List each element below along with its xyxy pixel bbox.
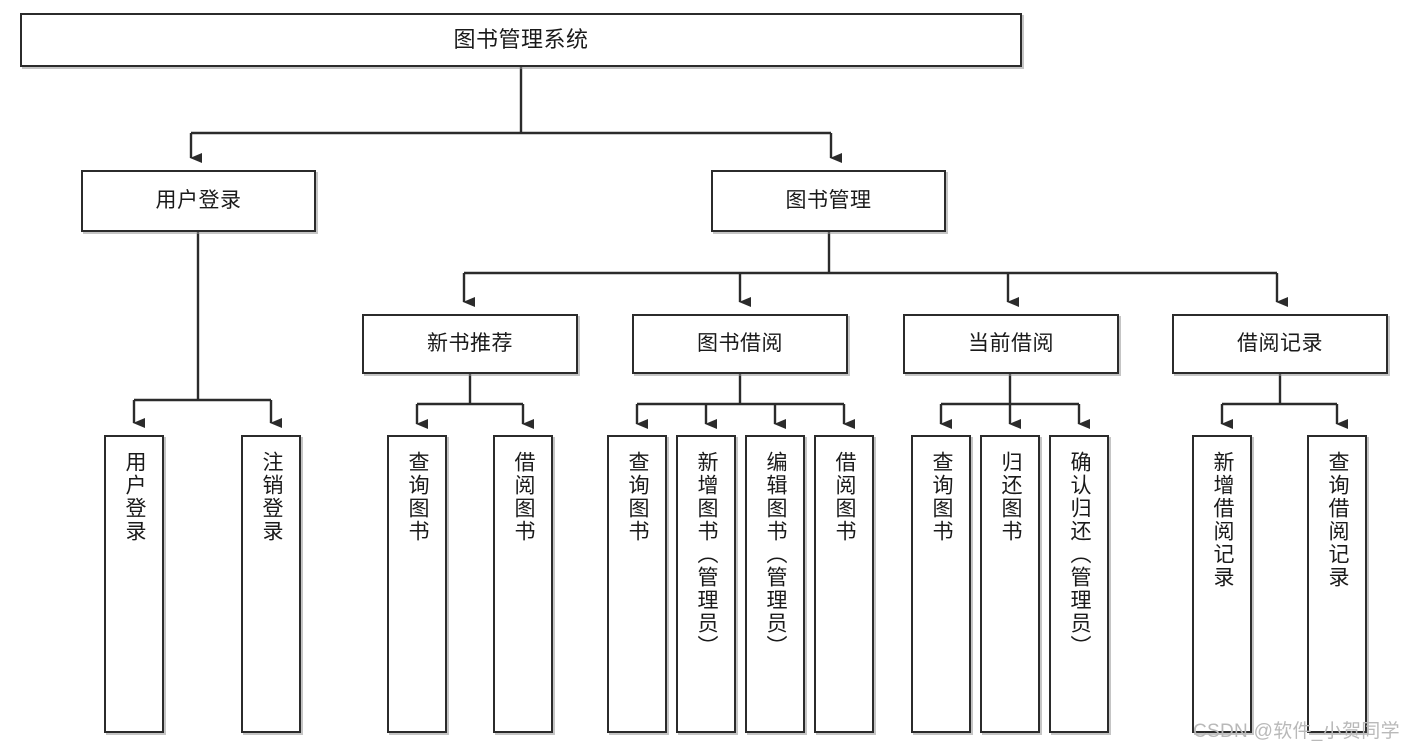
- node-book-borrow[interactable]: 图书借阅: [632, 314, 848, 374]
- leaf-borrow-record-add[interactable]: 新增借阅记录: [1192, 435, 1252, 733]
- node-root[interactable]: 图书管理系统: [20, 13, 1022, 67]
- leaf-label: 新增借阅记录: [1211, 451, 1235, 589]
- node-new-book-recommend-label: 新书推荐: [427, 331, 513, 355]
- leaf-new-book-query[interactable]: 查询图书: [387, 435, 447, 733]
- leaf-user-login-login[interactable]: 用户登录: [104, 435, 164, 733]
- leaf-current-borrow-confirm[interactable]: 确认归还（管理员）: [1049, 435, 1109, 733]
- leaf-book-borrow-query[interactable]: 查询图书: [607, 435, 667, 733]
- leaf-current-borrow-return[interactable]: 归还图书: [980, 435, 1040, 733]
- leaf-label: 新增图书（管理员）: [695, 451, 719, 658]
- leaf-book-borrow-borrow[interactable]: 借阅图书: [814, 435, 874, 733]
- node-borrow-record[interactable]: 借阅记录: [1172, 314, 1388, 374]
- leaf-new-book-borrow[interactable]: 借阅图书: [493, 435, 553, 733]
- node-new-book-recommend[interactable]: 新书推荐: [362, 314, 578, 374]
- leaf-label: 查询图书: [406, 451, 430, 543]
- leaf-label: 查询图书: [930, 451, 954, 543]
- leaf-label: 借阅图书: [833, 451, 857, 543]
- leaf-label: 查询图书: [626, 451, 650, 543]
- leaf-user-login-logout[interactable]: 注销登录: [241, 435, 301, 733]
- node-user-login-label: 用户登录: [155, 188, 242, 212]
- leaf-label: 编辑图书（管理员）: [764, 451, 788, 658]
- node-current-borrow-label: 当前借阅: [968, 331, 1054, 355]
- leaf-label: 确认归还（管理员）: [1068, 451, 1092, 658]
- leaf-current-borrow-query[interactable]: 查询图书: [911, 435, 971, 733]
- csdn-watermark: CSDN @软件_小贺同学: [1193, 721, 1400, 742]
- node-book-management-label: 图书管理: [785, 188, 872, 212]
- leaf-book-borrow-edit[interactable]: 编辑图书（管理员）: [745, 435, 805, 733]
- leaf-label: 注销登录: [260, 451, 284, 543]
- leaf-label: 归还图书: [999, 451, 1023, 543]
- node-current-borrow[interactable]: 当前借阅: [903, 314, 1119, 374]
- leaf-label: 借阅图书: [512, 451, 536, 543]
- leaf-book-borrow-add[interactable]: 新增图书（管理员）: [676, 435, 736, 733]
- leaf-label: 用户登录: [123, 451, 147, 543]
- node-user-login[interactable]: 用户登录: [81, 170, 316, 232]
- node-book-borrow-label: 图书借阅: [697, 331, 783, 355]
- leaf-label: 查询借阅记录: [1326, 451, 1350, 589]
- node-book-management[interactable]: 图书管理: [711, 170, 946, 232]
- leaf-borrow-record-query[interactable]: 查询借阅记录: [1307, 435, 1367, 733]
- node-root-label: 图书管理系统: [453, 27, 589, 53]
- node-borrow-record-label: 借阅记录: [1237, 331, 1323, 355]
